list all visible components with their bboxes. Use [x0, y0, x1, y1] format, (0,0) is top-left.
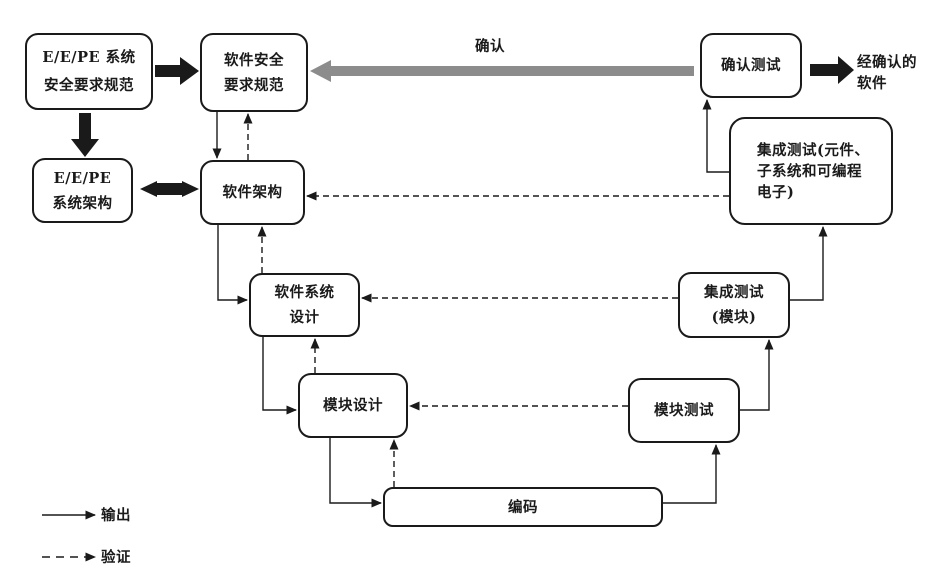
line-module-test-to-int-test-module	[740, 339, 774, 411]
legend-output-label: 输出	[101, 507, 131, 524]
node-coding: 编码	[383, 487, 663, 527]
label-validated-software: 经确认的 软件	[857, 54, 917, 92]
thick-arrow-eepe-arch-sw-arch-bidirectional	[140, 181, 199, 197]
node-software-safety-requirements-spec: 软件安全 要求规范	[200, 33, 308, 112]
node-validation-testing: 确认测试	[700, 33, 802, 98]
node-software-system-design: 软件系统 设计	[249, 273, 360, 337]
node-integration-testing-module: 集成测试 (模块)	[678, 272, 790, 338]
thick-arrow-eepe-srs-to-eepe-arch	[71, 113, 99, 157]
node-eepe-system-architecture: E/E/PE 系统架构	[32, 158, 133, 223]
line-coding-to-module-test	[663, 444, 721, 504]
legend-verification-label: 验证	[101, 549, 131, 566]
gray-validation-arrow	[310, 60, 694, 82]
node-eepe-safety-requirements-spec: E/E/PE 系统 安全要求规范	[25, 33, 153, 110]
node-integration-testing-pe: 集成测试(元件、 子系统和可编程 电子)	[729, 117, 893, 225]
node-module-testing: 模块测试	[628, 378, 740, 443]
node-software-architecture: 软件架构	[200, 160, 305, 225]
label-validation-arrow: 确认	[475, 38, 505, 55]
line-sw-sys-design-to-module-design	[262, 337, 297, 415]
line-int-test-pe-to-validation-test	[702, 99, 729, 173]
line-module-design-to-coding	[329, 438, 382, 508]
line-int-test-module-to-int-test-pe	[790, 226, 828, 301]
thick-arrow-eepe-srs-to-sw-srs	[155, 57, 199, 85]
thick-arrow-validation-test-to-validated-software	[810, 56, 854, 84]
line-sw-arch-to-sw-sys-design	[217, 225, 248, 305]
node-module-design: 模块设计	[298, 373, 408, 438]
